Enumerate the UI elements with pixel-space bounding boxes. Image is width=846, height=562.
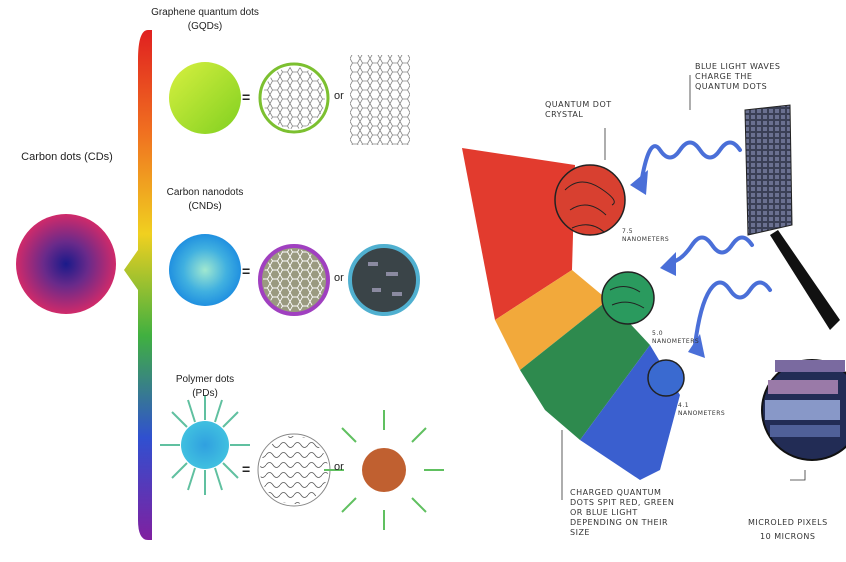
- cnd-amorphous-sphere: [350, 246, 418, 314]
- cnd-equals: =: [242, 264, 250, 279]
- cnd-sphere: [169, 234, 241, 306]
- blue-light-label: BLUE LIGHT WAVES CHARGE THE QUANTUM DOTS: [695, 62, 795, 92]
- pd-core: [181, 421, 229, 469]
- size-label-blue: 4.1 NANOMETERS: [678, 402, 738, 417]
- quantum-dot-red: [555, 165, 625, 235]
- cnd-label-line2: (CNDs): [150, 202, 260, 213]
- quantum-dot-blue: [648, 360, 684, 396]
- size-label-red: 7.5 NANOMETERS: [622, 228, 682, 243]
- microled-label: MICROLED PIXELS: [748, 518, 828, 528]
- pd-or: or: [334, 462, 344, 474]
- quantum-dot-green: [602, 272, 654, 324]
- pd-label-line2: (PDs): [150, 389, 260, 400]
- gqd-equals: =: [242, 90, 250, 105]
- quantum-dot-crystal-label: QUANTUM DOT CRYSTAL: [545, 100, 615, 120]
- pd-core-shell-core: [362, 448, 406, 492]
- microled-size-label: 10 MICRONS: [760, 532, 820, 542]
- gqd-sheet-structure: [350, 55, 410, 145]
- left-panel: [16, 30, 444, 540]
- gqd-lattice-pattern: [263, 67, 325, 129]
- size-label-green: 5.0 NANOMETERS: [652, 330, 712, 345]
- pd-entangled-pattern: [260, 436, 328, 504]
- pd-equals: =: [242, 462, 250, 477]
- right-panel: [462, 75, 846, 500]
- classification-bracket: [124, 30, 152, 540]
- pd-label-line1: Polymer dots: [150, 375, 260, 386]
- zoom-connector: [770, 230, 840, 330]
- gqd-label-line2: (GQDs): [150, 22, 260, 33]
- charged-dots-caption: CHARGED QUANTUM DOTS SPIT RED, GREEN OR …: [570, 488, 675, 538]
- carbon-dot-sphere: [16, 214, 116, 314]
- cnd-or: or: [334, 273, 344, 285]
- microled-panel: [745, 105, 792, 235]
- carbon-dots-label: Carbon dots (CDs): [12, 152, 122, 164]
- gqd-label-line1: Graphene quantum dots: [150, 8, 260, 19]
- cnd-label-line1: Carbon nanodots: [150, 188, 260, 199]
- cnd-lattice-pattern: [263, 249, 325, 311]
- gqd-or: or: [334, 91, 344, 103]
- gqd-sphere: [169, 62, 241, 134]
